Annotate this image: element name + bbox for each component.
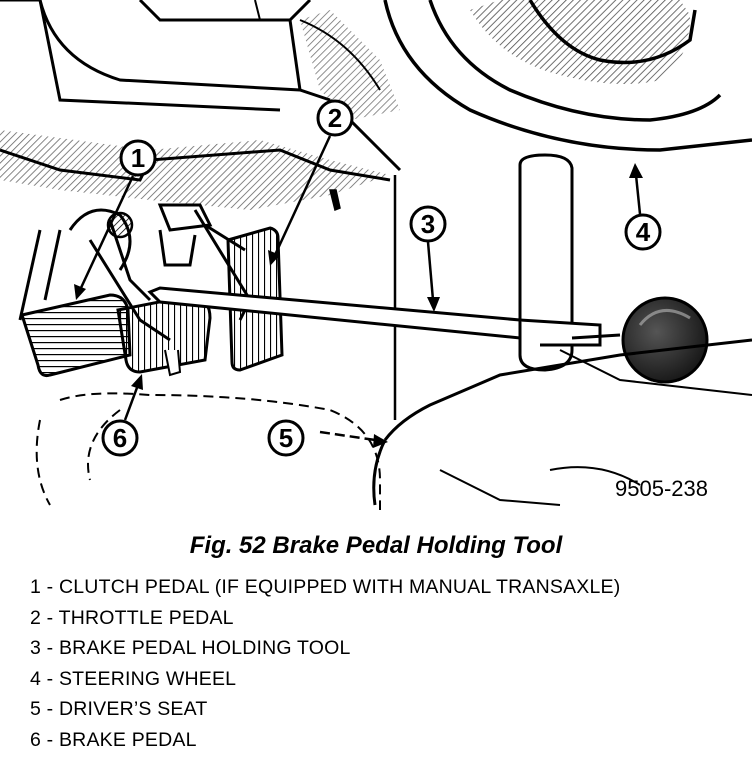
drivers-seat <box>372 338 752 506</box>
legend-list: 1 - CLUTCH PEDAL (IF EQUIPPED WITH MANUA… <box>30 572 620 755</box>
svg-text:6: 6 <box>113 423 127 453</box>
legend-item: 2 - THROTTLE PEDAL <box>30 606 234 629</box>
svg-text:4: 4 <box>636 217 651 247</box>
pivot-bolt <box>106 211 134 239</box>
brake-pedal-illustration: 1 2 3 4 5 6 9505-238 <box>0 0 752 510</box>
callout-2: 2 <box>268 99 354 266</box>
legend-item: 1 - CLUTCH PEDAL (IF EQUIPPED WITH MANUA… <box>30 576 621 598</box>
legend-item: 4 - STEERING WHEEL <box>30 667 237 690</box>
callout-5: 5 <box>267 419 388 457</box>
callout-3: 3 <box>409 205 447 312</box>
reference-code: 9505-238 <box>615 476 708 501</box>
figure-caption: Fig. 52 Brake Pedal Holding Tool <box>189 532 563 559</box>
clutch-pedal-pad <box>20 293 132 377</box>
svg-text:1: 1 <box>131 143 145 173</box>
legend-item: 3 - BRAKE PEDAL HOLDING TOOL <box>30 637 351 659</box>
panel-underside-shading <box>0 130 390 210</box>
callout-1: 1 <box>74 139 157 300</box>
callout-6: 6 <box>101 374 143 457</box>
dashboard-shading <box>300 10 400 120</box>
svg-text:2: 2 <box>328 103 342 133</box>
steering-wheel-rim-shading <box>470 0 690 84</box>
legend-item: 6 - BRAKE PEDAL <box>30 728 197 751</box>
legend-item: 5 - DRIVER’S SEAT <box>30 698 208 720</box>
svg-text:5: 5 <box>279 423 293 453</box>
svg-text:3: 3 <box>421 209 435 239</box>
callout-4: 4 <box>624 163 662 251</box>
holding-tool <box>147 153 709 384</box>
floor-mat-outline <box>35 392 381 510</box>
